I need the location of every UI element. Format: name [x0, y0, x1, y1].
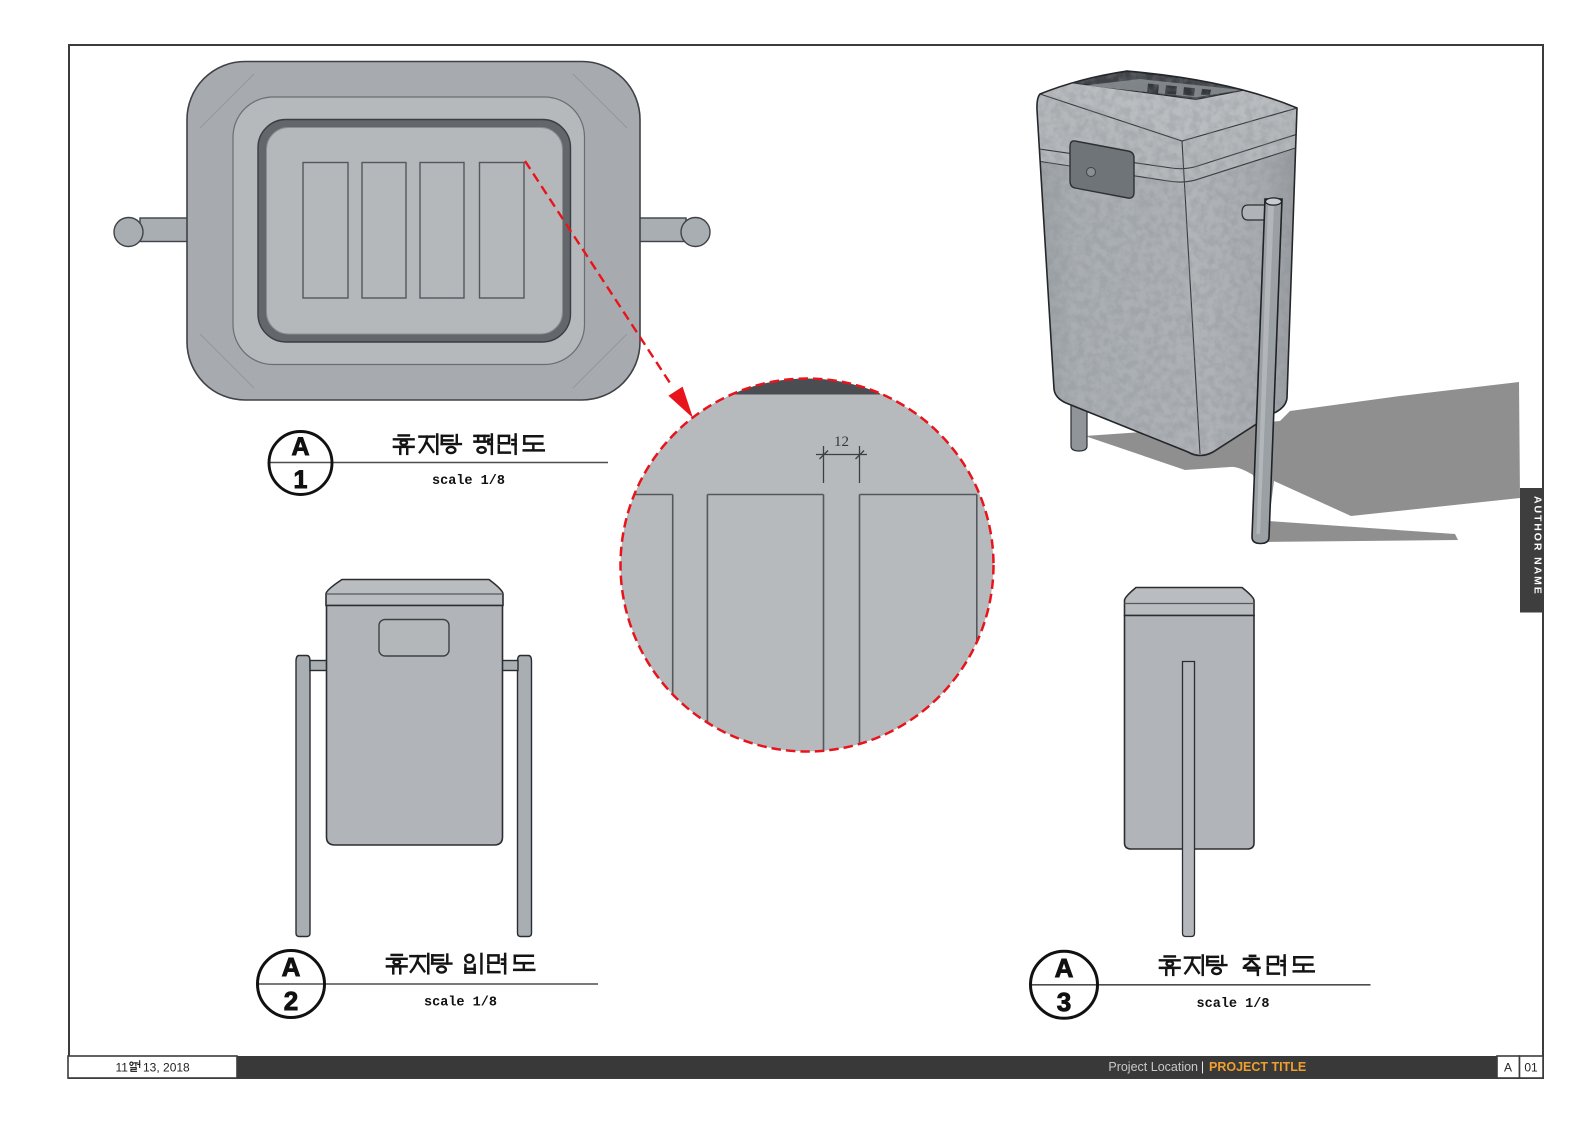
svg-text:A: A [282, 952, 301, 982]
svg-text:AUTHOR NAME: AUTHOR NAME [1532, 496, 1544, 596]
svg-text:scale 1/8: scale 1/8 [432, 474, 505, 489]
svg-text:A: A [291, 433, 309, 461]
svg-text:A: A [1055, 953, 1074, 983]
svg-text:11: 11 [116, 1061, 129, 1075]
svg-text:12: 12 [834, 434, 849, 450]
svg-text:PROJECT TITLE: PROJECT TITLE [1209, 1060, 1306, 1074]
svg-text:scale 1/8: scale 1/8 [1197, 997, 1270, 1012]
svg-text:A: A [1504, 1061, 1512, 1075]
svg-text:3: 3 [1057, 987, 1071, 1017]
svg-text:13, 2018: 13, 2018 [143, 1061, 190, 1075]
svg-text:Project Location: Project Location [1108, 1060, 1198, 1074]
svg-text:2: 2 [284, 986, 298, 1016]
svg-text:scale 1/8: scale 1/8 [424, 996, 497, 1011]
svg-text:1: 1 [294, 466, 308, 494]
svg-text:01: 01 [1524, 1061, 1538, 1075]
svg-text:|: | [1201, 1060, 1204, 1074]
